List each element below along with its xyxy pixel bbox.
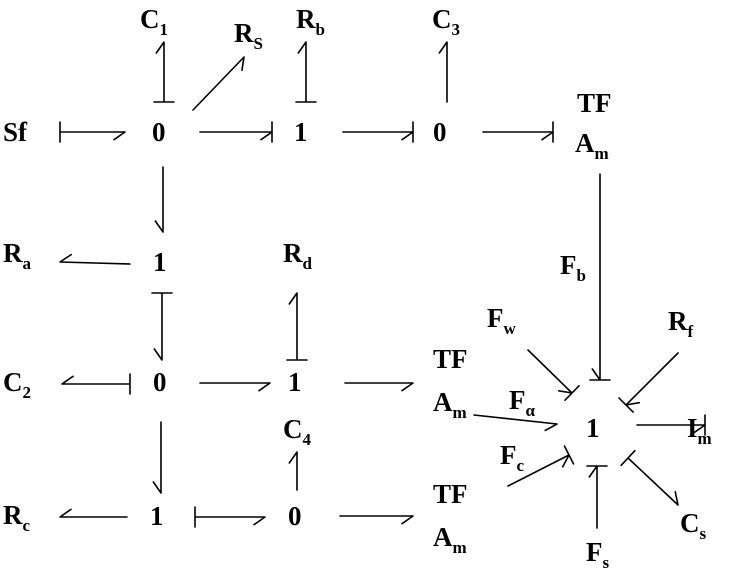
zero-junction-top-right: 0 [433, 117, 447, 147]
force-falpha-label: Fα [509, 385, 536, 420]
resistor-rs-label: RS [234, 18, 263, 53]
bond-1-0 [342, 121, 414, 143]
bond-lines [59, 41, 706, 529]
one-junction-top: 1 [294, 117, 308, 147]
bond-0-1mid [199, 382, 271, 392]
zero-junction-bottom: 0 [288, 501, 302, 531]
zero-junction-top: 0 [152, 117, 166, 147]
bond-0-c4 [288, 451, 298, 491]
bond-falpha-1 [473, 414, 558, 432]
resistor-ra-label: Ra [3, 238, 32, 273]
bond-1-0bottom [194, 506, 266, 528]
bond-0-c3 [438, 41, 448, 103]
capacitor-c2-label: C2 [3, 367, 31, 402]
source-flow-sf: Sf [3, 117, 28, 147]
bond-1-cs [620, 449, 679, 506]
capacitor-c4-label: C4 [283, 414, 312, 449]
bond-0-tf3 [339, 515, 414, 525]
transformer-tf-bottom: TF [433, 479, 468, 509]
one-junction-mid: 1 [288, 367, 302, 397]
bond-fc-1 [507, 445, 575, 487]
force-fw-label: Fw [487, 303, 517, 338]
resistor-rc-label: Rc [3, 500, 31, 535]
one-junction-bottom: 1 [150, 501, 164, 531]
force-fb-label: Fb [560, 250, 586, 285]
bond-1-rc [59, 508, 128, 518]
bond-1-tf2 [344, 382, 414, 392]
resistor-rf-label: Rf [668, 306, 694, 341]
source-fs-label: Fs [586, 537, 610, 572]
bond-fw-1 [527, 349, 580, 401]
bond-0-c1 [153, 41, 175, 103]
bond-rf-1 [618, 352, 679, 413]
bond-1d-rd [286, 292, 308, 361]
bond-0-rs [192, 56, 245, 111]
transformer-am-bottom: Am [433, 522, 467, 557]
resistor-rd-label: Rd [283, 238, 313, 273]
bond-sf-0 [59, 121, 126, 143]
bond-fs-1 [586, 465, 608, 529]
capacitor-c1-label: C1 [140, 4, 168, 39]
one-junction-main: 1 [586, 413, 600, 443]
force-fc-label: Fc [500, 440, 525, 475]
resistor-rb-label: Rb [296, 4, 325, 39]
transformer-am-mid: Am [433, 387, 467, 422]
inertia-im-label: Im [687, 413, 712, 448]
bond-1-ra [59, 253, 131, 265]
capacitor-cs-label: Cs [680, 508, 707, 543]
bond-0-c2 [61, 373, 131, 395]
transformer-tf-mid: TF [433, 344, 468, 374]
bond-0-1left [154, 166, 164, 233]
bond-tf-fb [589, 173, 611, 381]
bond-1-im [636, 414, 706, 436]
bond-0-1bottom [152, 421, 162, 494]
zero-junction-mid: 0 [153, 367, 167, 397]
bond-1-rb [295, 41, 317, 103]
bond-0-1 [199, 121, 273, 143]
capacitor-c3-label: C3 [432, 4, 460, 39]
bond-1-0left [151, 292, 173, 361]
transformer-tf-top: TF [577, 88, 612, 118]
one-junction-left: 1 [153, 247, 167, 277]
transformer-am-top: Am [575, 128, 609, 163]
bond-0-tf [482, 121, 554, 143]
